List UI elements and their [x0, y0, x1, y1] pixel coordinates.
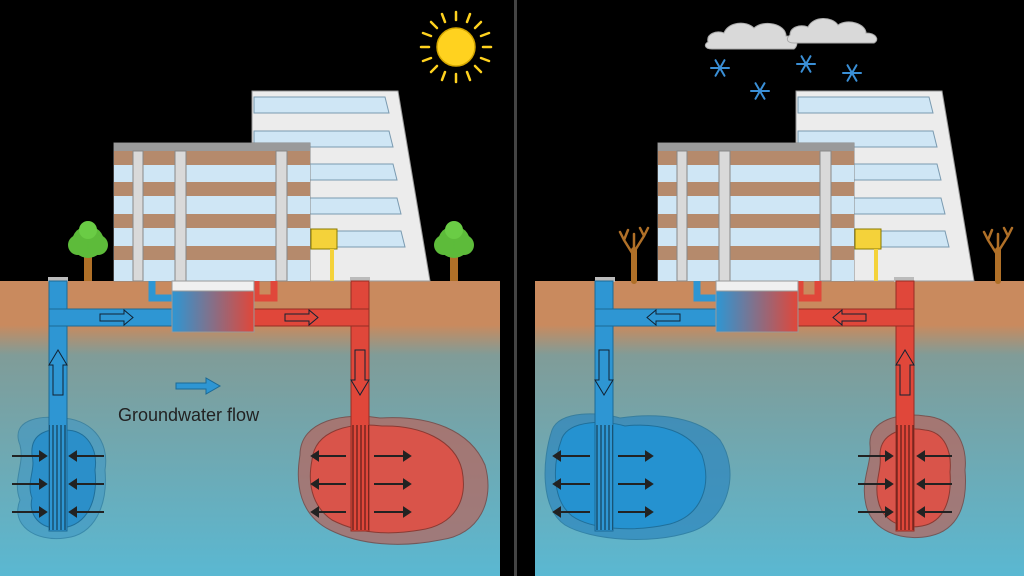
sun-icon	[419, 10, 493, 84]
cold-plume	[544, 413, 731, 540]
tree-icon	[68, 221, 108, 281]
cold-well-outflow-arrows	[552, 450, 654, 518]
cold-well-pipe	[594, 280, 614, 532]
bare-tree-icon	[982, 226, 1014, 284]
panel-divider	[514, 0, 517, 576]
flow-arrow-icon	[594, 308, 915, 396]
tree-icon	[434, 221, 474, 281]
bare-tree-icon	[618, 226, 650, 284]
warm-well-pipe	[350, 280, 370, 532]
cloud-icon	[704, 18, 878, 50]
summer-panel: Groundwater flow	[0, 10, 500, 576]
warm-well-outflow-arrows	[310, 450, 412, 518]
cold-well-pipe	[48, 280, 68, 532]
groundwater-flow-arrow-icon	[175, 377, 222, 395]
warm-plume	[297, 415, 489, 545]
groundwater-flow-label: Groundwater flow	[118, 405, 260, 425]
winter-panel	[535, 18, 1024, 576]
flow-arrow-icon	[48, 308, 370, 396]
warm-well-pipe	[895, 280, 915, 532]
warm-well-inflow-arrows	[858, 450, 952, 518]
warm-plume	[863, 414, 967, 538]
front-building	[113, 142, 338, 282]
front-building	[657, 142, 882, 282]
cold-well-inflow-arrows	[12, 450, 104, 518]
snowflake-icon	[710, 55, 862, 100]
